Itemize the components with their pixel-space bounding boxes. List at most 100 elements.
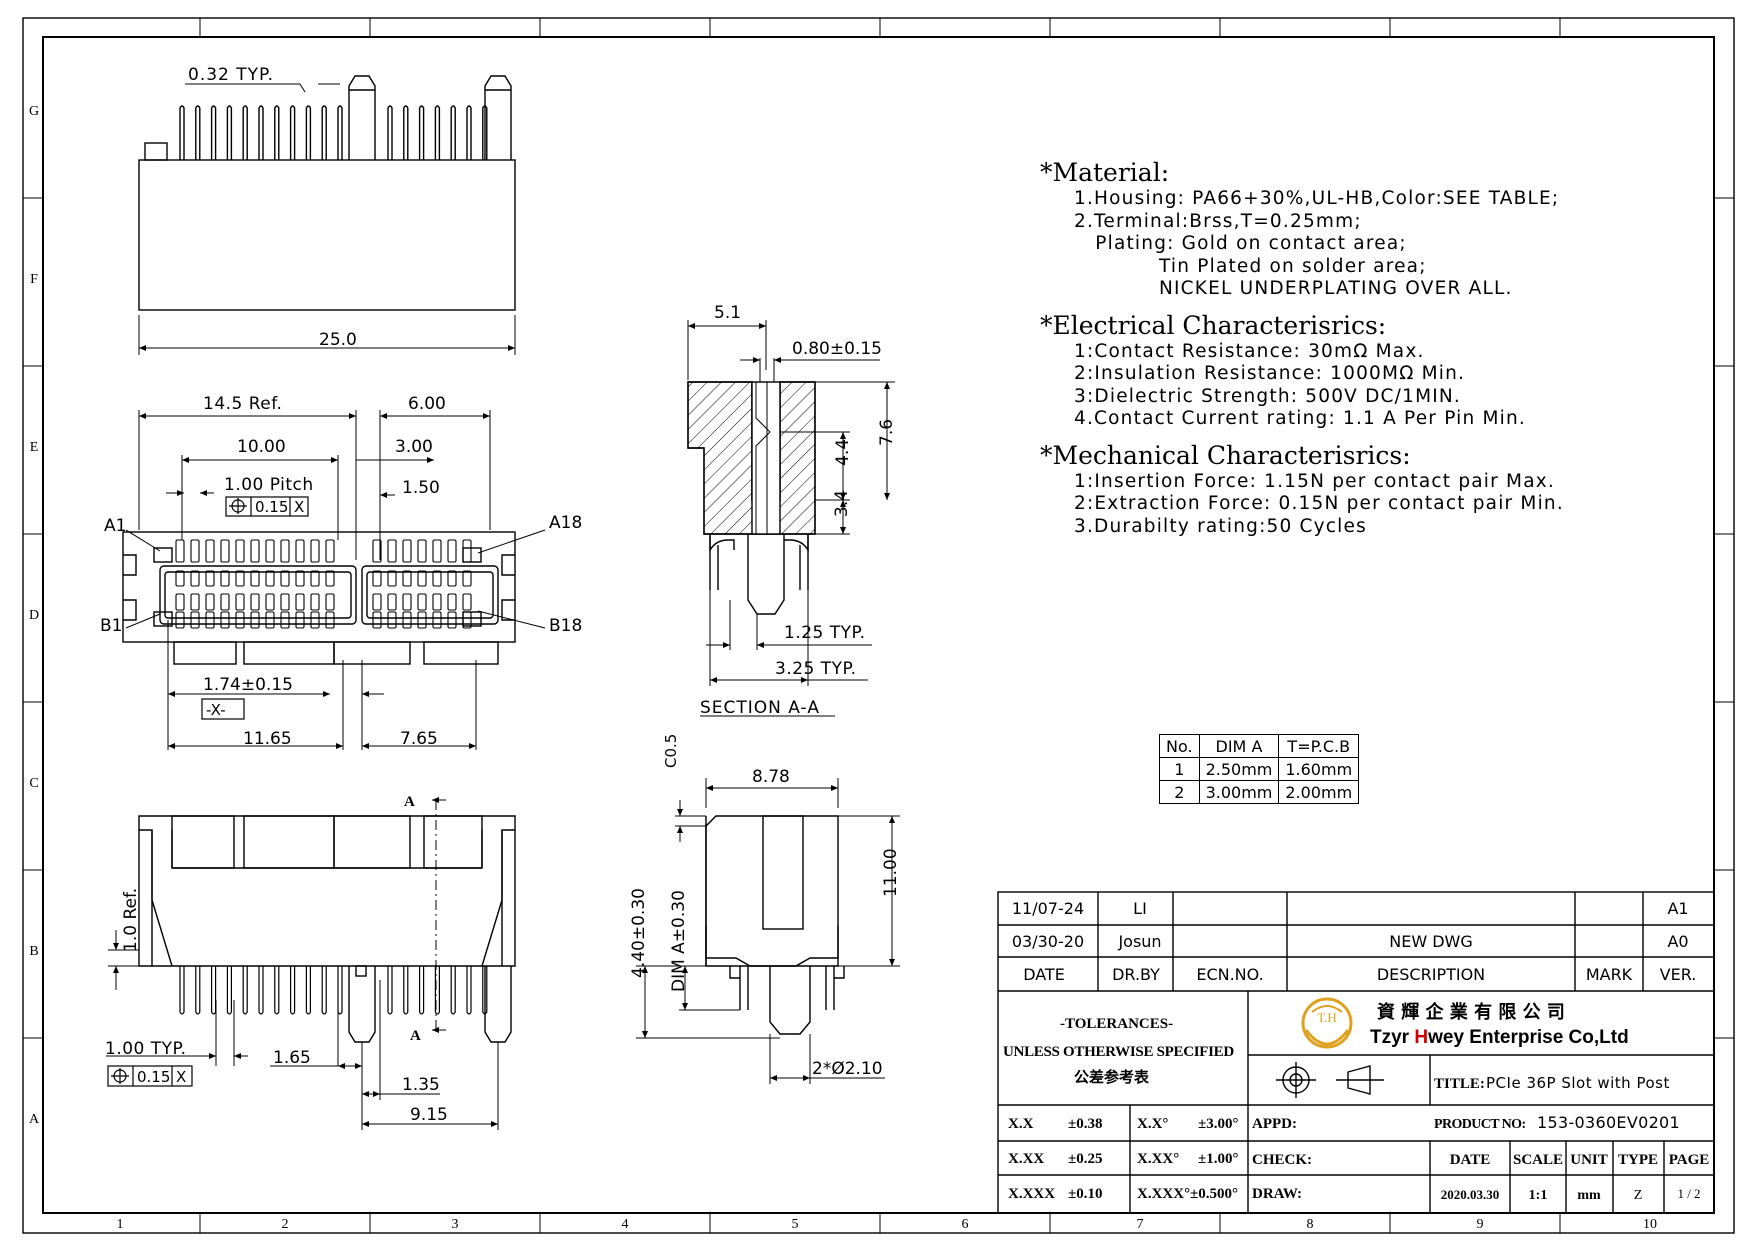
dim-label: 11.00 xyxy=(881,848,901,897)
mechanical-line: 1:Insertion Force: 1.15N per contact pai… xyxy=(1074,470,1555,492)
plan-contact xyxy=(205,593,215,611)
plan-contact xyxy=(417,593,427,611)
check-label: CHECK: xyxy=(1252,1152,1312,1168)
front-pin xyxy=(418,105,425,160)
electrical-heading: *Electrical Characterisrics: xyxy=(1040,310,1387,340)
tol-cell: X.XXX° xyxy=(1137,1186,1190,1202)
plan-contact xyxy=(387,593,397,611)
col-header-scale: SCALE xyxy=(1513,1152,1563,1168)
frame-col-labels: 1 2 3 4 5 6 7 8 9 10 xyxy=(117,1217,1658,1232)
dim-table-cell: 2.50mm xyxy=(1198,757,1280,781)
front-pin xyxy=(434,105,441,160)
section-marker-bottom: A xyxy=(410,1028,421,1044)
rev-header: DR.BY xyxy=(1112,965,1160,984)
bottom-pin xyxy=(211,966,217,1015)
draw-label: DRAW: xyxy=(1252,1186,1302,1202)
dim-label: 4.40±0.30 xyxy=(629,888,649,978)
tolerance-datum: X xyxy=(176,1068,186,1086)
dim-label: 10.00 xyxy=(237,437,286,457)
dim-label: 7.65 xyxy=(400,729,438,749)
section-a-a-view xyxy=(687,320,895,717)
dim-table-header: No. DIM A T=P.C.B xyxy=(1159,734,1360,758)
material-line: 1.Housing: PA66+30%,UL-HB,Color:SEE TABL… xyxy=(1074,188,1560,209)
dim-label: 1.25 TYP. xyxy=(784,623,866,643)
tol-cell: ±0.38 xyxy=(1068,1116,1102,1132)
col-header-date: DATE xyxy=(1450,1152,1491,1168)
material-line: 2.Terminal:Brss,T=0.25mm; xyxy=(1074,210,1362,232)
plan-contact xyxy=(372,539,382,563)
col-label: 4 xyxy=(622,1217,629,1232)
mechanical-line: 3.Durabilty rating:50 Cycles xyxy=(1074,515,1367,537)
dim-label: 25.0 xyxy=(319,330,357,350)
bottom-pin xyxy=(179,966,185,1015)
plan-contact xyxy=(402,570,412,587)
row-label: B xyxy=(29,944,38,959)
dim-label: 6.00 xyxy=(408,394,446,414)
tol-cell: ±3.00° xyxy=(1198,1116,1238,1132)
plan-contact xyxy=(205,539,215,563)
company-chinese-name: 資 輝 企 業 有 限 公 司 xyxy=(1377,1001,1565,1023)
plan-contact xyxy=(417,570,427,587)
bottom-view xyxy=(106,797,516,1130)
sheet-frame xyxy=(22,17,1735,1234)
bottom-pin xyxy=(337,966,343,1015)
tol-cell: ±0.25 xyxy=(1068,1151,1102,1167)
front-pin xyxy=(403,105,409,160)
bottom-pin xyxy=(242,966,248,1015)
bottom-view-pins xyxy=(179,966,488,1015)
plan-contact xyxy=(205,570,215,587)
value-unit: mm xyxy=(1577,1188,1601,1203)
front-pin xyxy=(450,105,456,160)
bottom-pin xyxy=(274,966,280,1015)
plan-contact xyxy=(372,611,382,629)
plan-contact xyxy=(175,539,185,563)
plan-contact xyxy=(175,570,185,587)
plan-contact xyxy=(295,611,305,629)
front-view xyxy=(138,75,516,355)
plan-contact xyxy=(417,539,427,563)
rev-header: DESCRIPTION xyxy=(1377,965,1485,984)
row-label: D xyxy=(29,608,39,623)
plan-contact xyxy=(190,539,200,563)
appd-label: APPD: xyxy=(1252,1116,1297,1132)
plan-contact xyxy=(265,570,275,587)
rev-ver: A1 xyxy=(1667,899,1688,918)
dim-label: 1.00 TYP. xyxy=(105,1039,187,1059)
front-pin xyxy=(258,105,264,160)
col-header-unit: UNIT xyxy=(1570,1152,1608,1168)
plan-contact xyxy=(235,539,245,563)
rev-header: MARK xyxy=(1586,965,1633,984)
pin-label-a18: A18 xyxy=(549,513,582,533)
front-pin xyxy=(179,105,185,160)
dim-label: 0.80±0.15 xyxy=(792,339,882,359)
value-scale: 1:1 xyxy=(1529,1188,1548,1203)
plan-contact xyxy=(447,593,457,611)
pin-label-b18: B18 xyxy=(549,616,582,636)
drawing-title: PCIe 36P Slot with Post xyxy=(1486,1074,1670,1092)
plan-contact xyxy=(387,570,397,587)
rev-desc: NEW DWG xyxy=(1389,932,1473,951)
plan-contact xyxy=(235,593,245,611)
tolerances-chinese: 公差参考表 xyxy=(1074,1068,1150,1086)
tol-cell: X.XX° xyxy=(1137,1151,1179,1167)
plan-contact xyxy=(295,539,305,563)
table-row: 1 2.50mm 1.60mm xyxy=(1159,757,1360,781)
plan-contact xyxy=(280,539,290,563)
dim-a-table: No. DIM A T=P.C.B 1 2.50mm 1.60mm 2 3.00… xyxy=(1159,734,1360,804)
plan-contact xyxy=(402,539,412,563)
dim-label: 3.00 xyxy=(395,437,433,457)
dim-label: 0.32 TYP. xyxy=(188,65,274,85)
bottom-pin xyxy=(387,966,393,1015)
company-logo: T.H xyxy=(1301,997,1353,1049)
plan-contact xyxy=(295,593,305,611)
front-pin xyxy=(226,105,233,160)
electrical-line: 4.Contact Current rating: 1.1 A Per Pin … xyxy=(1074,408,1526,429)
electrical-line: 1:Contact Resistance: 30mΩ Max. xyxy=(1074,340,1425,362)
tol-cell: ±1.00° xyxy=(1198,1151,1238,1167)
value-type: Z xyxy=(1634,1188,1643,1203)
plan-contact xyxy=(190,570,200,587)
plan-contact xyxy=(325,611,335,629)
company-name-part1: Tzyr xyxy=(1370,1027,1414,1048)
col-header-type: TYPE xyxy=(1618,1152,1658,1168)
col-label: 9 xyxy=(1477,1217,1484,1232)
